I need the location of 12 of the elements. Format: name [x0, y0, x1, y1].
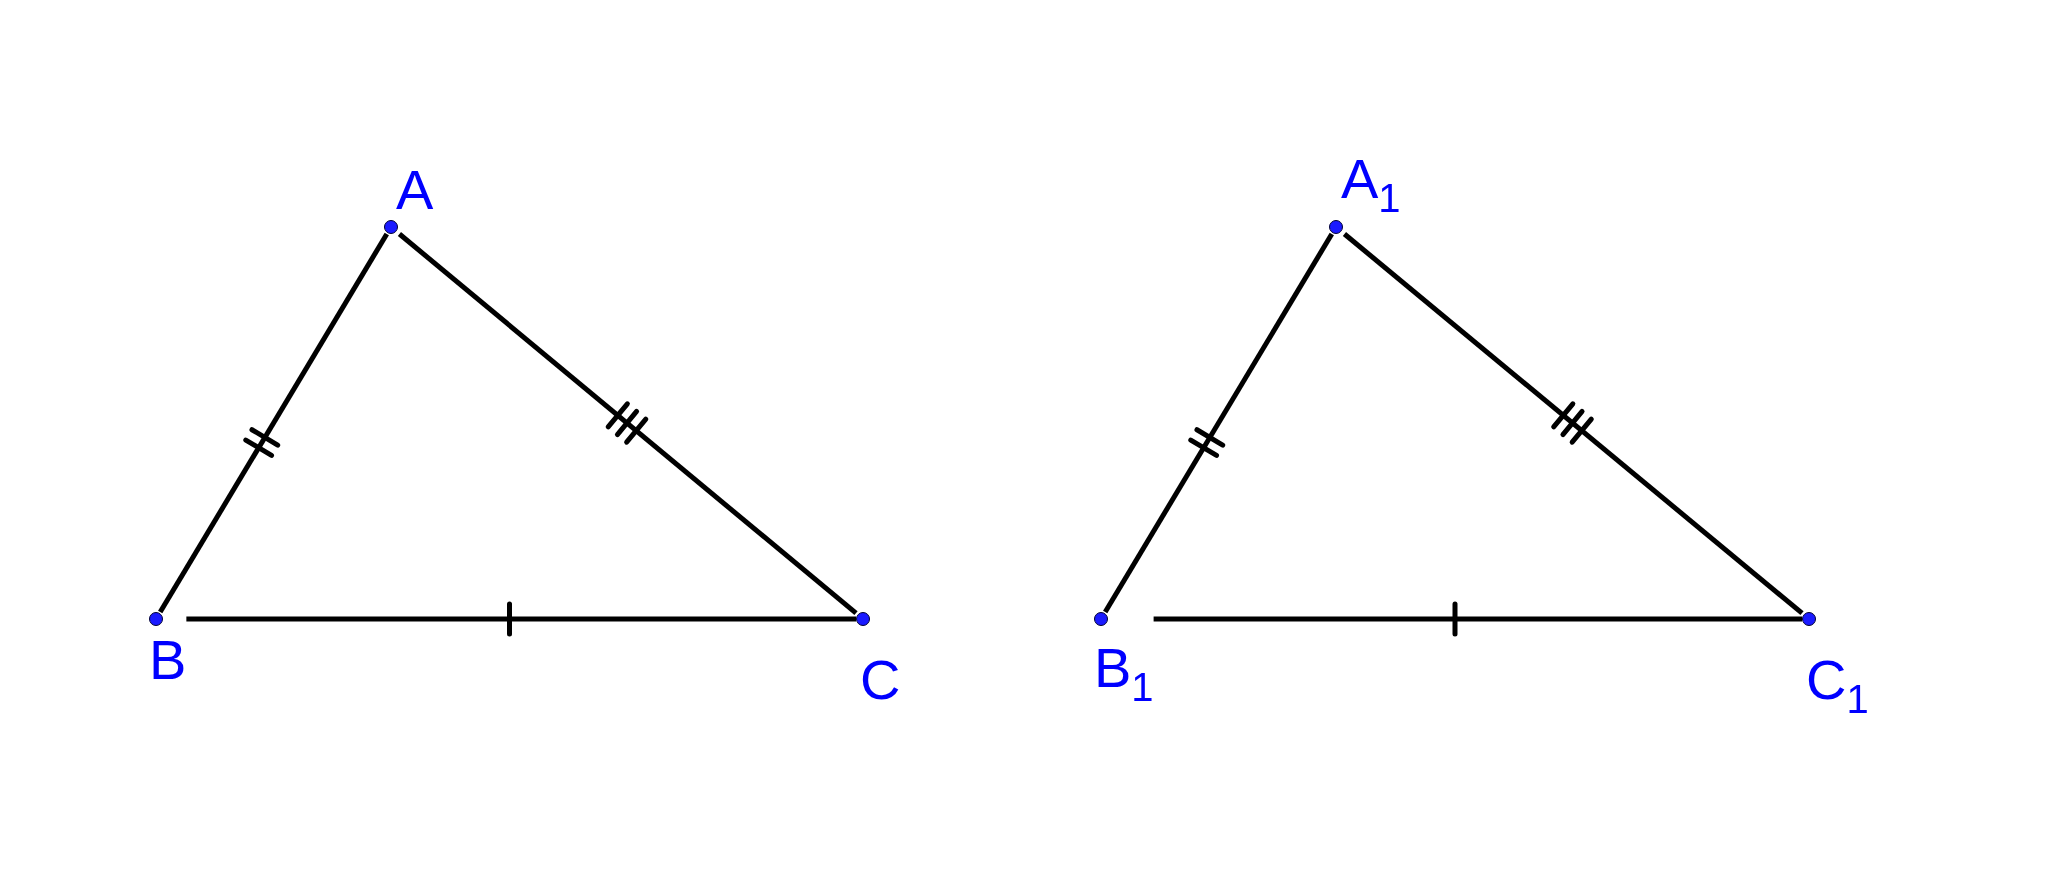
line-segment	[186, 616, 856, 622]
vertex-label: A	[396, 162, 434, 218]
vertex-label: B$_{1}$	[1094, 640, 1154, 707]
line-segment	[397, 232, 858, 616]
line-segment	[1103, 232, 1334, 614]
vertex-label: C$_{1}$	[1806, 652, 1869, 719]
line-segment	[1342, 232, 1804, 616]
line-segment	[158, 232, 389, 614]
line-segment	[1153, 616, 1802, 622]
vertex-label: A$_{1}$	[1341, 151, 1401, 218]
vertex-label: B	[149, 632, 187, 688]
vertex-label: C	[860, 652, 901, 708]
